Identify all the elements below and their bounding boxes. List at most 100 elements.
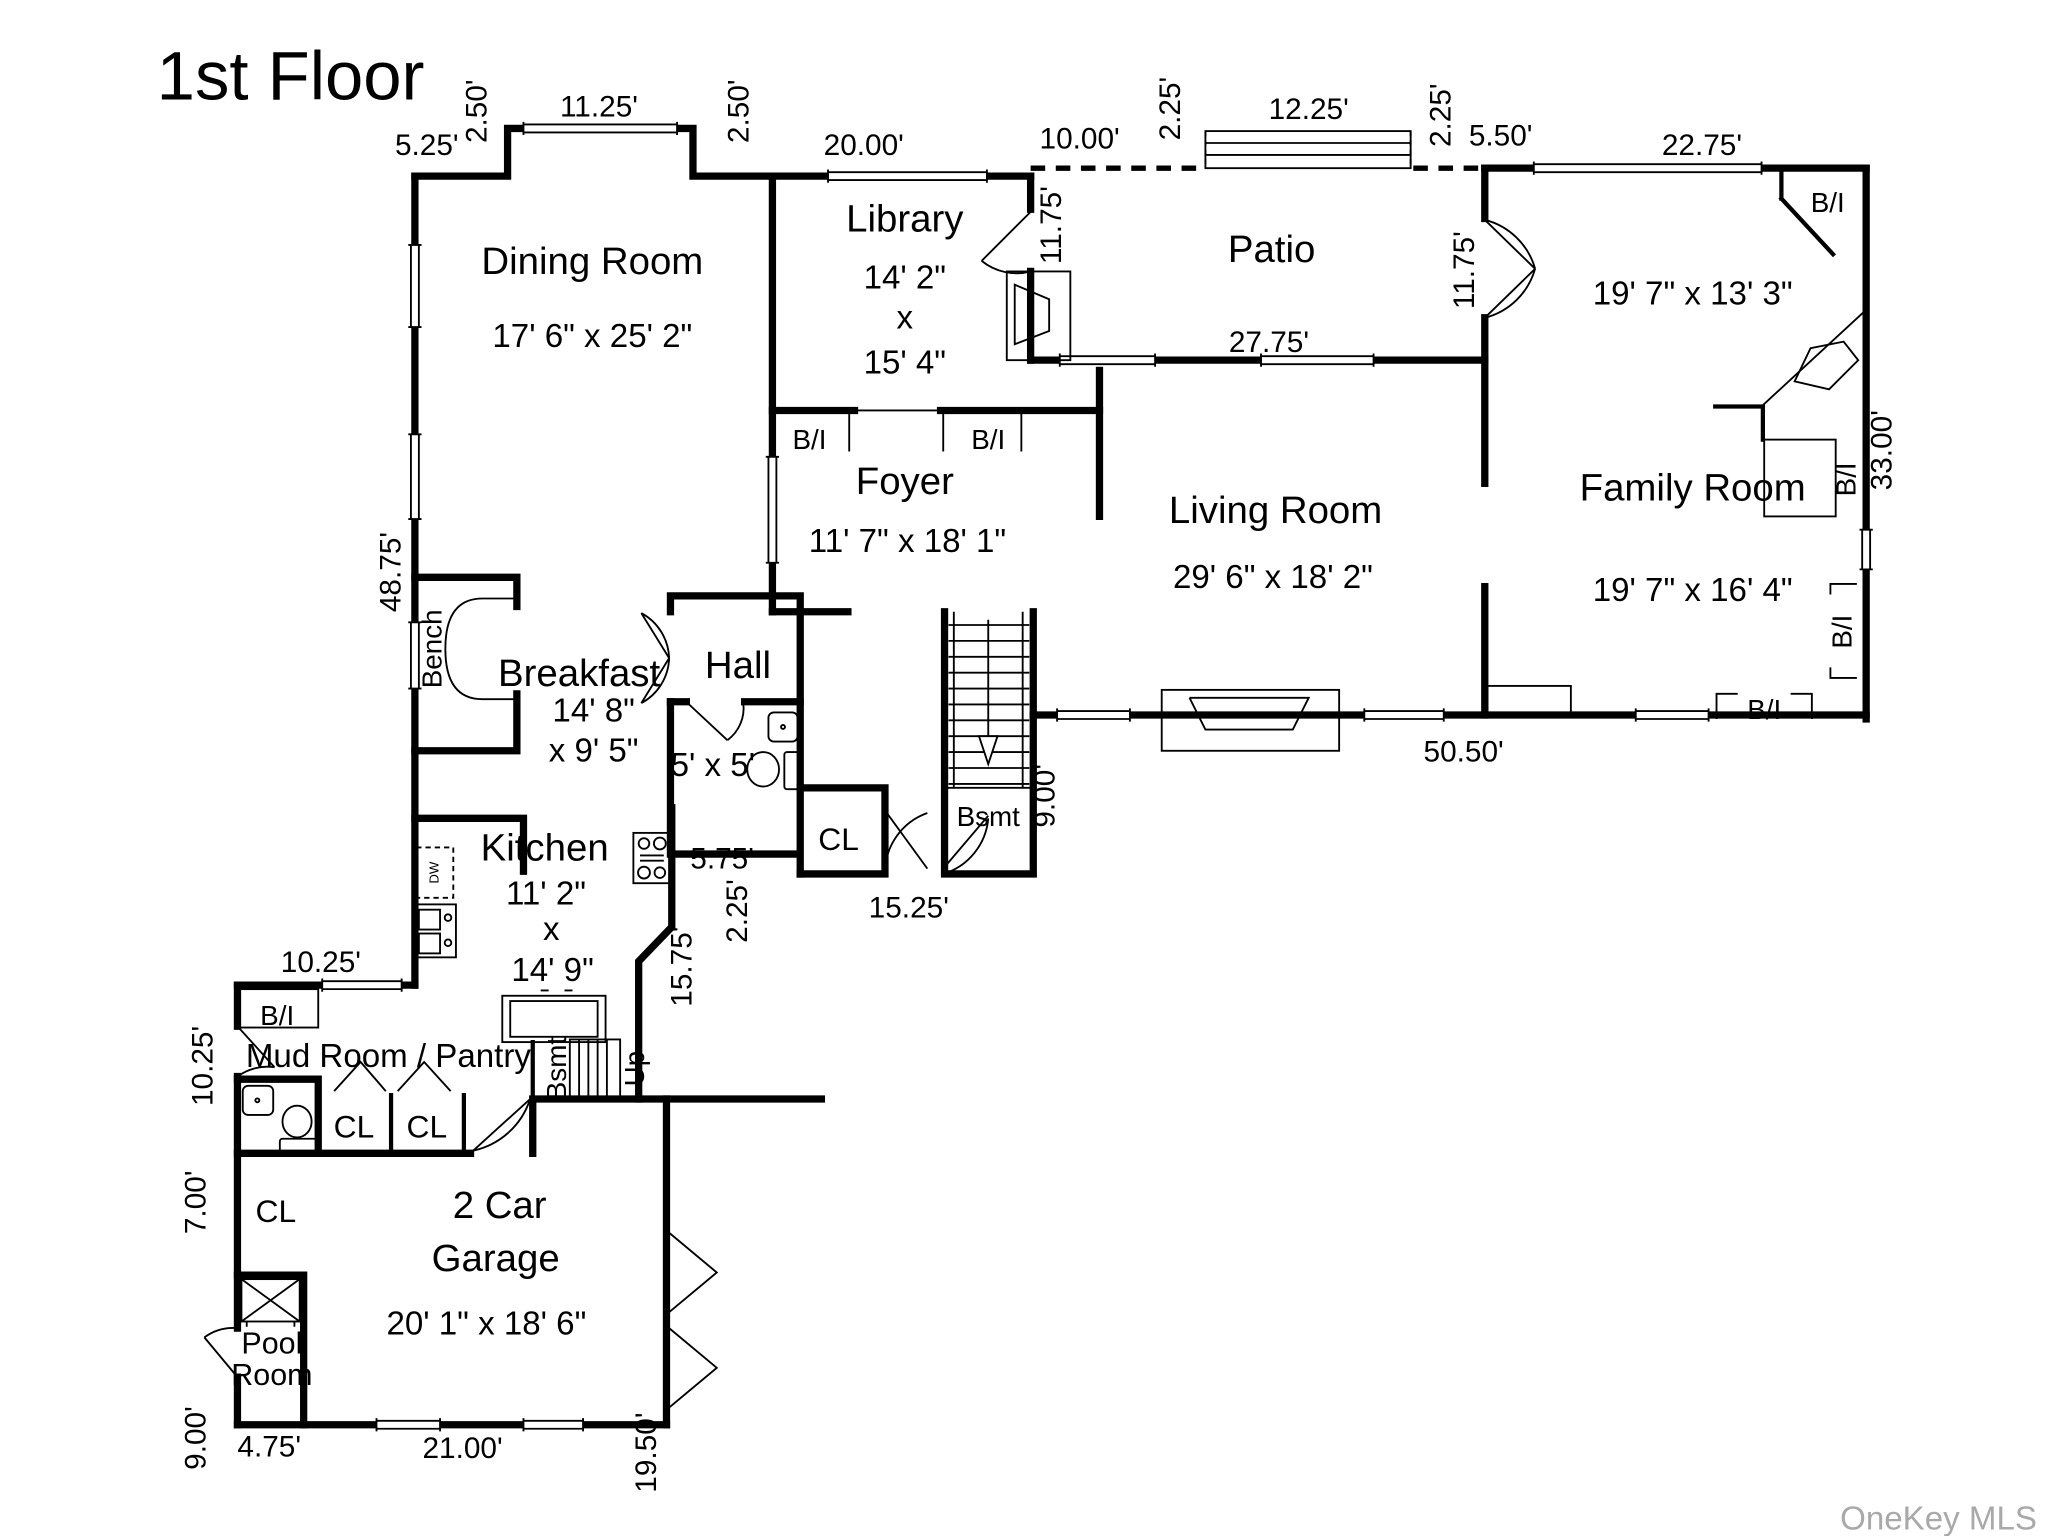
dishwasher: [415, 846, 455, 899]
patio-steps: [1204, 130, 1412, 170]
dim-2-25-b: 2.25': [1424, 83, 1457, 147]
door-closet-passage: [884, 809, 990, 875]
dim-11-25: 11.25': [560, 91, 638, 124]
dim-5-75: 5.75': [690, 843, 754, 876]
up-label: Up: [619, 1051, 650, 1087]
room-dims-library-d: 15' 4": [864, 344, 946, 381]
built-in-label-mudroom: B/I: [260, 1000, 294, 1031]
room-dims-powder: 5' x 5': [671, 747, 755, 784]
dim-15-75: 15.75': [666, 927, 699, 1007]
fixtures: [239, 270, 1867, 1327]
room-label-breakfast: Breakfast: [498, 652, 661, 695]
patio-edge: [1030, 130, 1485, 171]
room-label-foyer: Foyer: [856, 460, 954, 503]
dim-10-25-b: 10.25': [186, 1026, 219, 1106]
room-label-garage-1: 2 Car: [453, 1184, 547, 1227]
window-patio-bottom-2: [1260, 353, 1375, 367]
dim-10-25-a: 10.25': [281, 946, 361, 979]
stairs-kitchen-basement: [568, 1038, 622, 1100]
stove: [632, 831, 672, 885]
built-in-label-family-mid: B/I: [1831, 462, 1862, 496]
room-label-family: Family Room: [1580, 467, 1806, 510]
window-family-bottom: [1634, 708, 1710, 722]
dishwasher-label: DW: [427, 861, 442, 884]
refrigerator: [501, 989, 607, 1044]
dim-22-75: 22.75': [1662, 129, 1742, 162]
page-title: 1st Floor: [157, 37, 425, 114]
stairs-to-basement: [944, 611, 1034, 789]
window-mudroom-top: [321, 978, 403, 992]
room-label-pool-1: Pool: [241, 1326, 302, 1360]
mudroom-bath-sink: [241, 1084, 275, 1116]
room-label-library: Library: [846, 198, 964, 241]
window-garage-bottom-1: [375, 1418, 441, 1432]
built-in-label-family-top: B/I: [1811, 187, 1845, 218]
window-breakfast-left: [408, 621, 422, 690]
room-dims-kitchen-x: x: [543, 911, 560, 948]
room-dims-foyer: 11' 7" x 18' 1": [809, 523, 1006, 560]
door-pool-room: [203, 1327, 239, 1378]
interior-walls: [233, 166, 1837, 1157]
room-dims-breakfast-d: x 9' 5": [549, 732, 639, 769]
room-labels: Dining Room 17' 6" x 25' 2" Library 14' …: [231, 198, 1805, 1392]
closet-label-mud-2: CL: [407, 1108, 448, 1144]
room-dims-family-upper: 19' 7" x 13' 3": [1593, 276, 1793, 313]
watermark: OneKey MLS: [1840, 1500, 2037, 1536]
room-dims-dining: 17' 6" x 25' 2": [492, 318, 692, 355]
window-living-bottom-1: [1056, 708, 1131, 722]
stairs-down-arrow: [977, 735, 999, 767]
kitchen-sink: [412, 903, 457, 959]
dim-5-25: 5.25': [395, 129, 459, 162]
room-dims-kitchen-d: 14' 9": [511, 952, 593, 989]
window-family-top: [1532, 161, 1763, 175]
library-fireplace: [1005, 270, 1072, 362]
room-label-mudroom: Mud Room / Pantry: [246, 1038, 532, 1075]
windows: [321, 121, 1873, 1432]
powder-room-toilet: [746, 751, 800, 791]
room-label-garage-2: Garage: [432, 1237, 560, 1280]
closet-label-mud-1: CL: [334, 1108, 375, 1144]
dim-9-00-a: 9.00': [1028, 764, 1061, 828]
dim-9-00-b: 9.00': [180, 1406, 213, 1470]
dim-12-25: 12.25': [1269, 93, 1349, 126]
window-patio-bottom-1: [1058, 353, 1157, 367]
foyer-built-in-left: [771, 412, 851, 452]
room-dims-breakfast-w: 14' 8": [552, 693, 634, 730]
doors: [203, 211, 1537, 1409]
family-built-in-niche: [1763, 438, 1837, 518]
room-dims-library-x: x: [897, 299, 914, 336]
dim-5-50: 5.50': [1469, 120, 1533, 153]
dim-4-75: 4.75': [237, 1431, 301, 1464]
family-corner-fireplace: [1762, 309, 1867, 406]
room-dims-library-w: 14' 2": [864, 260, 946, 297]
closet-label-hall: CL: [818, 821, 859, 857]
foyer-built-in-right: [942, 412, 1023, 452]
window-family-right: [1859, 528, 1873, 571]
dim-10-00: 10.00': [1040, 122, 1120, 155]
window-dining-left-2: [408, 433, 422, 520]
dimension-labels: 5.25' 2.50' 11.25' 2.50' 20.00' 10.00' 2…: [180, 77, 1899, 1493]
window-dining-bump: [522, 121, 679, 136]
french-doors-patio-family: [1484, 218, 1537, 319]
dim-33-00: 33.00': [1865, 410, 1898, 490]
room-label-living: Living Room: [1169, 489, 1382, 532]
dim-19-50: 19.50': [630, 1412, 663, 1492]
built-in-label-family-low: B/I: [1827, 615, 1858, 649]
dim-11-75-b: 11.75': [1448, 231, 1481, 309]
doors-closets-mudroom: [333, 1060, 452, 1092]
room-label-patio: Patio: [1228, 228, 1316, 271]
built-in-label-family-bottom: B/I: [1747, 694, 1781, 725]
room-dims-kitchen-w: 11' 2": [506, 875, 586, 912]
dim-2-50-a: 2.50': [460, 79, 493, 143]
door-library-patio: [980, 211, 1032, 275]
basement-label-kitchen: Bsmt: [541, 1037, 572, 1101]
room-label-pool-2: Room: [231, 1358, 312, 1392]
built-in-label-foyer-right: B/I: [971, 424, 1005, 455]
basement-label-stairs: Bsmt: [957, 801, 1021, 832]
room-dims-garage: 20' 1" x 18' 6": [386, 1306, 586, 1343]
door-hall-bath: [687, 702, 745, 741]
window-garage-bottom-2: [522, 1418, 584, 1432]
room-label-kitchen: Kitchen: [481, 827, 609, 870]
